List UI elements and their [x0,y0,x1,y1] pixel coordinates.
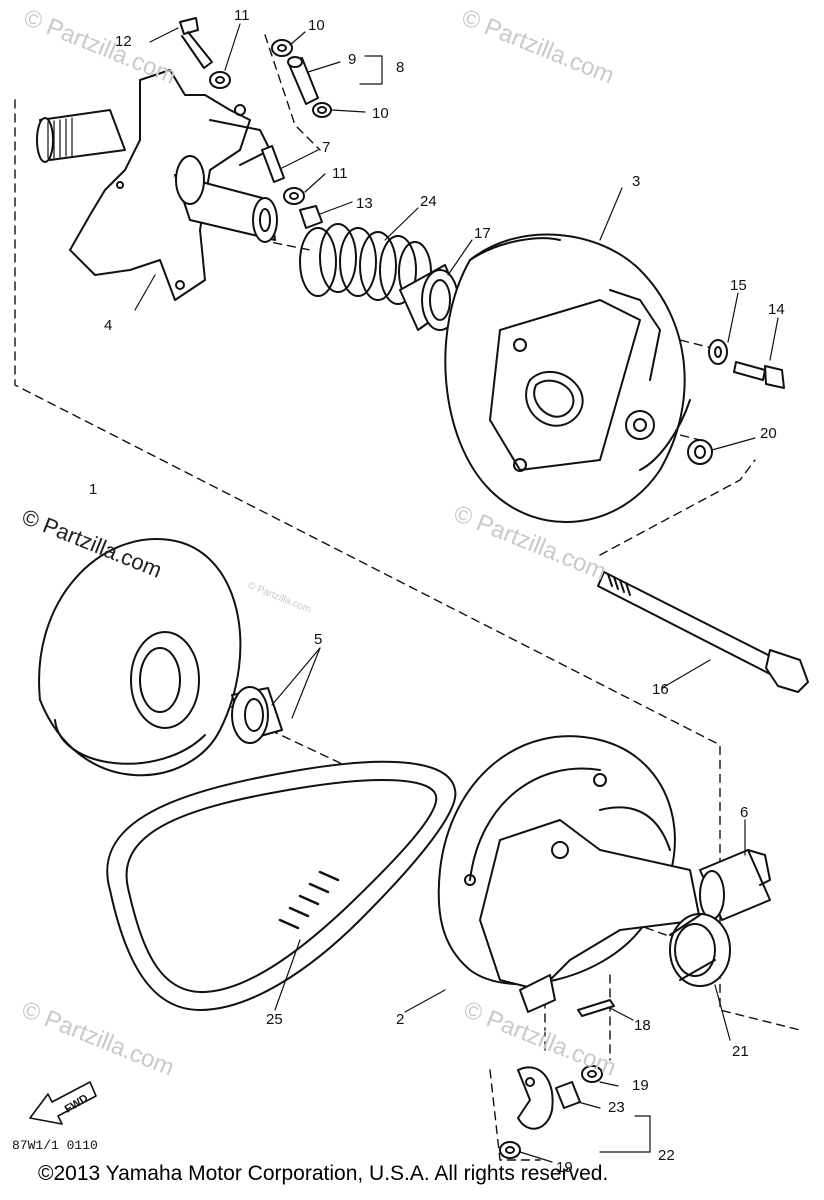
sheave-cover-part-3 [444,233,691,523]
ring-part-21 [669,913,731,987]
bolt-and-washers-parts-14-15-20 [687,339,785,465]
callout-leaders [134,23,779,1163]
diagram-code: 87W1/1 0110 [12,1138,98,1153]
callout-11: 11 [234,7,250,24]
callout-21: 21 [732,1043,749,1060]
callout-9: 9 [348,51,357,68]
spider-hub-part-4 [36,69,278,301]
callout-20: 20 [760,425,777,442]
small-hardware-parts [179,17,332,229]
callout-5: 5 [314,631,323,648]
bushing-part-5 [231,686,283,744]
callout-22: 22 [658,1147,675,1164]
callout-14: 14 [768,301,785,318]
callout-2: 2 [396,1011,405,1028]
callout-11: 11 [332,165,348,182]
copyright-notice: ©2013 Yamaha Motor Corporation, U.S.A. A… [38,1162,609,1185]
drive-belt-part-25 [106,760,457,1011]
callout-13: 13 [356,195,373,212]
callout-15: 15 [730,277,747,294]
callout-8: 8 [396,59,405,76]
callout-4: 4 [104,317,113,334]
callout-19: 19 [632,1077,649,1094]
callout-6: 6 [740,804,749,821]
callout-25: 25 [266,1011,283,1028]
pin-and-weight-parts-18-19-22-23 [499,999,615,1159]
callout-3: 3 [632,173,641,190]
callout-18: 18 [634,1017,651,1034]
callout-12: 12 [115,33,132,50]
callout-24: 24 [420,193,437,210]
fwd-arrow-icon [29,1081,97,1125]
callout-17: 17 [474,225,491,242]
callout-16: 16 [652,681,669,698]
callout-7: 7 [322,139,331,156]
callout-10: 10 [372,105,389,122]
callout-10: 10 [308,17,325,34]
callout-1: 1 [89,481,98,498]
long-bolt-part-16 [597,571,809,693]
fixed-sheave-part-1 [38,538,242,777]
callout-19: 19 [556,1159,573,1176]
sleeve-part-6 [699,849,771,921]
callout-23: 23 [608,1099,625,1116]
movable-sheave-part-2 [437,735,701,1013]
